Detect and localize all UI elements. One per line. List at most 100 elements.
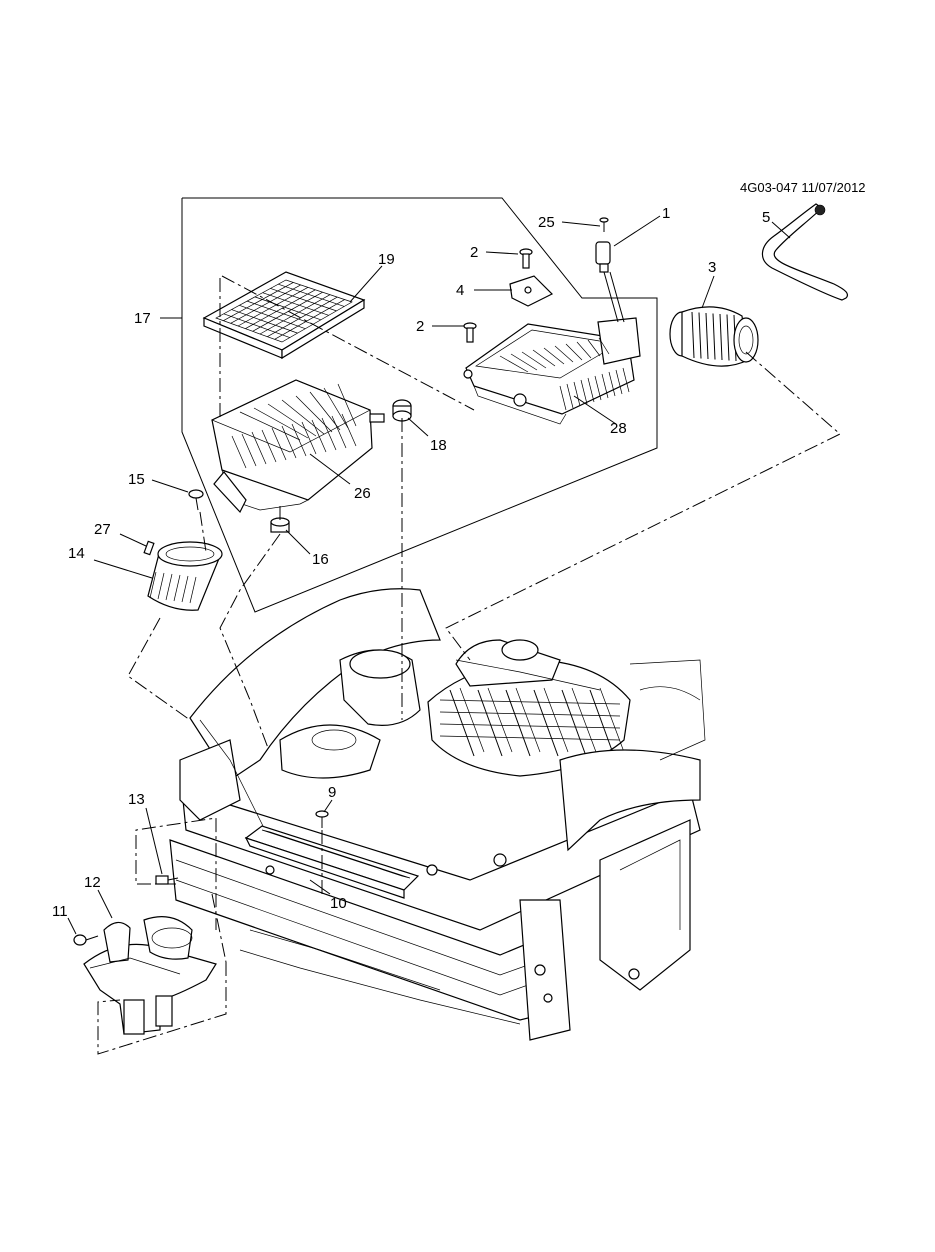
callout-2-lower: 2 bbox=[416, 318, 424, 335]
callout-14: 14 bbox=[68, 545, 85, 562]
hatch-line bbox=[691, 311, 695, 359]
hatch-line bbox=[281, 425, 297, 459]
hatch-line bbox=[439, 699, 621, 705]
hatch-line bbox=[594, 375, 602, 401]
hatch-line bbox=[245, 289, 316, 329]
callout-3: 3 bbox=[708, 259, 716, 276]
callout-1: 1 bbox=[662, 205, 670, 222]
hatch-line bbox=[521, 351, 547, 369]
hatch-line bbox=[571, 687, 597, 753]
callout-9: 9 bbox=[328, 784, 336, 801]
hatch-line bbox=[149, 571, 157, 599]
hatch-line bbox=[487, 687, 513, 753]
hatch-line bbox=[543, 347, 565, 365]
hatch-line bbox=[291, 423, 307, 457]
hatch-line bbox=[239, 305, 306, 329]
hatch-line bbox=[601, 373, 609, 399]
hatch-line bbox=[237, 287, 309, 327]
hatch-line bbox=[712, 313, 716, 360]
hatch-line bbox=[231, 435, 247, 469]
hatch-line bbox=[253, 407, 309, 439]
callout-28: 28 bbox=[610, 420, 627, 437]
hatch-line bbox=[323, 387, 349, 429]
hatch-line bbox=[587, 339, 601, 357]
hatch-line bbox=[341, 413, 357, 447]
bolt-9 bbox=[315, 810, 329, 828]
hatch-line bbox=[573, 381, 581, 407]
hatch-line bbox=[254, 296, 322, 321]
hatch-line bbox=[281, 399, 325, 435]
inlet-duct bbox=[147, 541, 223, 611]
hatch-line bbox=[705, 312, 709, 360]
hatch-line bbox=[459, 687, 485, 753]
hatch-line bbox=[565, 343, 583, 361]
callout-26: 26 bbox=[354, 485, 371, 502]
hatch-line bbox=[622, 367, 630, 393]
hatch-line bbox=[439, 711, 621, 717]
hatch-line bbox=[230, 284, 301, 324]
hatch-line bbox=[267, 403, 317, 437]
screw-25 bbox=[599, 217, 609, 232]
hatch-line bbox=[241, 433, 257, 467]
hatch-line bbox=[262, 292, 329, 316]
hatch-line bbox=[533, 689, 559, 757]
callout-18: 18 bbox=[430, 437, 447, 454]
hatch-line bbox=[561, 689, 587, 757]
bolt-2-upper bbox=[519, 248, 533, 269]
hatch-line bbox=[223, 282, 294, 321]
hatch-line bbox=[505, 689, 531, 757]
hatch-line bbox=[439, 735, 621, 741]
hatch-line bbox=[321, 417, 337, 451]
pin-15 bbox=[188, 489, 204, 511]
hatch-line bbox=[726, 314, 730, 361]
lower-air-inlet bbox=[83, 916, 217, 1035]
grommet-16 bbox=[270, 506, 290, 533]
screw-11 bbox=[73, 934, 99, 946]
hatch-line bbox=[309, 391, 341, 431]
hatch-line bbox=[231, 309, 298, 334]
enclosure-outline bbox=[181, 197, 658, 613]
hatch-line bbox=[559, 385, 567, 411]
hatch-line bbox=[261, 429, 277, 463]
vent-hose bbox=[761, 203, 849, 301]
hatch-line bbox=[223, 313, 290, 338]
figure-reference: 4G03-047 11/07/2012 bbox=[740, 180, 866, 195]
hatch-line bbox=[554, 345, 574, 363]
hatch-line bbox=[589, 689, 615, 757]
callout-labels: 1 2 2 3 4 5 9 10 11 12 13 14 15 16 17 18… bbox=[52, 205, 770, 920]
hatch-line bbox=[252, 291, 323, 332]
hatch-line bbox=[587, 377, 595, 403]
hatch-line bbox=[181, 575, 189, 603]
hatch-line bbox=[295, 395, 333, 433]
air-cleaner-cover bbox=[463, 317, 641, 425]
callout-17: 17 bbox=[134, 310, 151, 327]
callout-11: 11 bbox=[52, 903, 68, 920]
hatch-line bbox=[515, 687, 541, 753]
hatch-line bbox=[698, 312, 702, 359]
hatch-line bbox=[615, 369, 623, 395]
hatch-line bbox=[598, 337, 610, 355]
air-flow-sensor bbox=[595, 241, 625, 323]
hatch-line bbox=[267, 296, 338, 337]
hatch-line bbox=[165, 573, 173, 601]
hatch-line bbox=[246, 300, 314, 325]
bolt-2-lower bbox=[463, 322, 477, 343]
hatch-line bbox=[274, 299, 345, 340]
air-deflector-10 bbox=[244, 825, 420, 899]
hatch-line bbox=[580, 379, 588, 405]
hatch-line bbox=[311, 419, 327, 453]
hatch-line bbox=[449, 689, 475, 757]
outlet-duct bbox=[669, 306, 759, 367]
hatch-line bbox=[301, 421, 317, 455]
hatch-line bbox=[331, 415, 347, 449]
air-filter-element bbox=[202, 271, 366, 360]
callout-25: 25 bbox=[538, 214, 555, 231]
callout-13: 13 bbox=[128, 791, 145, 808]
hatch-line bbox=[278, 283, 345, 307]
bracket-4 bbox=[509, 275, 554, 307]
hatch-line bbox=[189, 576, 197, 604]
hatch-line bbox=[576, 341, 592, 359]
hatch-line bbox=[271, 427, 287, 461]
callout-19: 19 bbox=[378, 251, 395, 268]
